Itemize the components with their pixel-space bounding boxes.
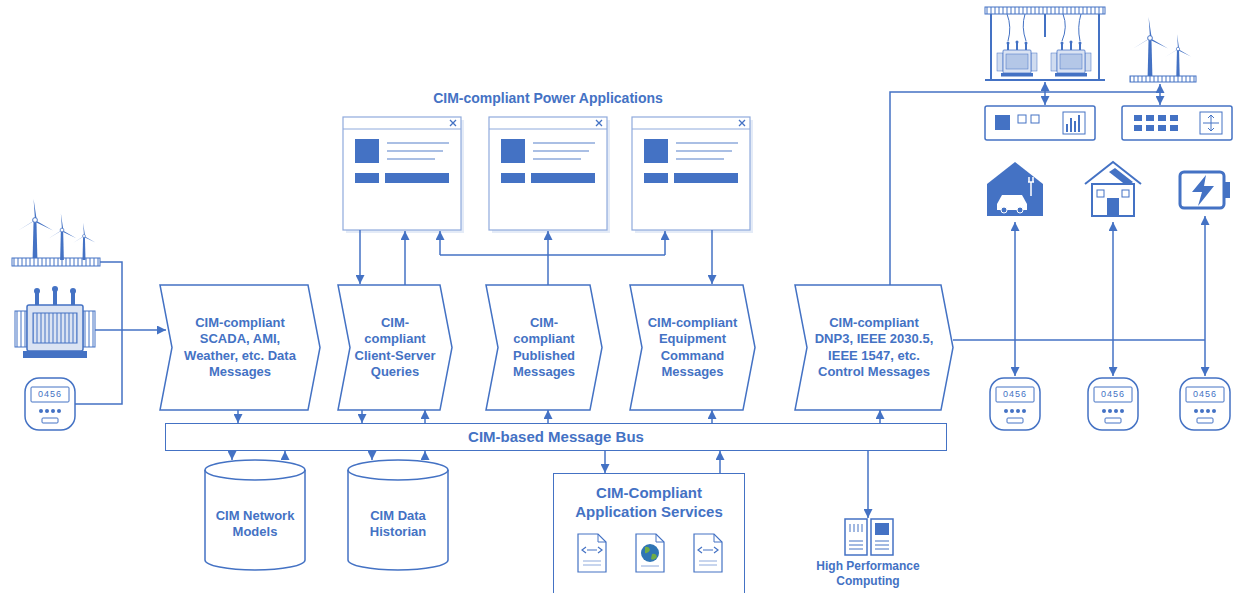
- control-arrow: [1044, 92, 1046, 105]
- control-arrow: [1159, 92, 1161, 105]
- meter-icon: [1088, 378, 1138, 430]
- bus-connector: [424, 410, 426, 423]
- wind-farm-fence: [12, 258, 100, 266]
- bus-connector: [719, 451, 721, 473]
- meter-icon: [1180, 378, 1230, 430]
- window-arrow: [439, 231, 441, 255]
- flag-shape: [338, 285, 452, 410]
- flag-shape: [160, 285, 320, 410]
- meter-icon: [990, 378, 1040, 430]
- flag-shape: [630, 285, 755, 410]
- message-flag: CIM-compliant Client-Server Queries: [338, 285, 452, 410]
- control-arrow: [1044, 82, 1046, 92]
- document-icon: [694, 534, 722, 572]
- wind-turbine: [73, 223, 96, 260]
- wind-turbine: [1132, 17, 1168, 76]
- ev-house-icon: [987, 162, 1043, 216]
- message-bus: CIM-based Message Bus: [165, 423, 947, 451]
- window-link: [440, 254, 665, 256]
- bus-connector: [879, 410, 881, 423]
- node-text: CIM Data Historian: [354, 508, 442, 541]
- bus-connector: [867, 451, 869, 518]
- bus-connector: [361, 410, 363, 423]
- bus-connector: [284, 451, 286, 460]
- node-text: CIM-compliant Published Messages: [502, 315, 586, 380]
- cylinder-body: [205, 460, 305, 570]
- der-arrow: [1112, 222, 1114, 376]
- web-document-icon: [636, 534, 664, 572]
- message-flag: CIM-compliant DNP3, IEEE 2030.5, IEEE 15…: [795, 285, 953, 410]
- wind-turbine: [17, 199, 53, 258]
- application-window: [343, 117, 464, 233]
- wind-turbine: [1165, 34, 1191, 76]
- bus-connector: [604, 451, 606, 473]
- meter-reading: 0456: [31, 387, 69, 402]
- node-text: CIM Network Models: [211, 508, 299, 541]
- database-cylinder: CIM Data Historian: [348, 460, 448, 570]
- server-icon: [845, 519, 893, 555]
- message-flag: CIM-compliant SCADA, AMI, Weather, etc. …: [160, 285, 320, 410]
- hpc-node: High Performance Computing: [808, 518, 928, 591]
- substation-icon: [985, 7, 1105, 80]
- flag-shape: [795, 285, 953, 410]
- node-text: CIM-compliant Equipment Command Messages: [646, 315, 739, 380]
- window-arrow: [547, 231, 549, 285]
- node-text: CIM-compliant Client-Server Queries: [354, 315, 436, 380]
- wind-farm-fence: [1130, 76, 1196, 82]
- message-flag: CIM-compliant Published Messages: [486, 285, 602, 410]
- control-arrow: [1159, 84, 1161, 92]
- der-arrow: [1014, 222, 1016, 376]
- meter-reading: 0456: [996, 387, 1034, 402]
- transformer-icon: [15, 286, 95, 358]
- bus-connector: [231, 451, 233, 460]
- window-arrow: [404, 231, 406, 285]
- node-text: CIM-compliant SCADA, AMI, Weather, etc. …: [176, 315, 304, 380]
- der-bus-wire: [953, 339, 1205, 341]
- node-text: High Performance Computing: [808, 559, 928, 589]
- cylinder-rim: [348, 470, 448, 480]
- application-window: [632, 117, 753, 233]
- bus-connector: [371, 451, 373, 460]
- solar-house-icon: [1085, 162, 1141, 216]
- control-wire: [890, 92, 1160, 285]
- cylinder-rim: [205, 470, 305, 480]
- message-flag: CIM-compliant Equipment Command Messages: [630, 285, 755, 410]
- window-arrow: [359, 230, 361, 284]
- meter-icon: [25, 378, 75, 430]
- bus-connector: [711, 410, 713, 423]
- cylinder-body: [348, 460, 448, 570]
- input-arrow: [95, 329, 166, 331]
- flag-shape: [486, 285, 602, 410]
- der-arrow: [1204, 216, 1206, 376]
- application-window: [489, 117, 610, 233]
- document-icon: [578, 534, 606, 572]
- wind-turbine: [48, 214, 76, 261]
- group-heading: CIM-compliant Power Applications: [398, 88, 698, 108]
- database-cylinder: CIM Network Models: [205, 460, 305, 570]
- window-arrow: [711, 230, 713, 284]
- battery-icon: [1180, 172, 1230, 208]
- meter-reading: 0456: [1094, 387, 1132, 402]
- node-text: CIM-based Message Bus: [174, 428, 938, 447]
- gateway-device: [1122, 106, 1232, 140]
- controller-device: [985, 106, 1095, 140]
- bus-connector: [547, 410, 549, 423]
- window-arrow: [664, 231, 666, 255]
- feeder-wire: [75, 262, 122, 404]
- bus-connector: [424, 451, 426, 460]
- node-text: CIM-Compliant Application Services: [562, 484, 736, 522]
- bus-connector: [237, 410, 239, 423]
- node-text: CIM-compliant DNP3, IEEE 2030.5, IEEE 15…: [811, 315, 937, 380]
- meter-reading: 0456: [1186, 387, 1224, 402]
- services-box: CIM-Compliant Application Services: [553, 473, 745, 593]
